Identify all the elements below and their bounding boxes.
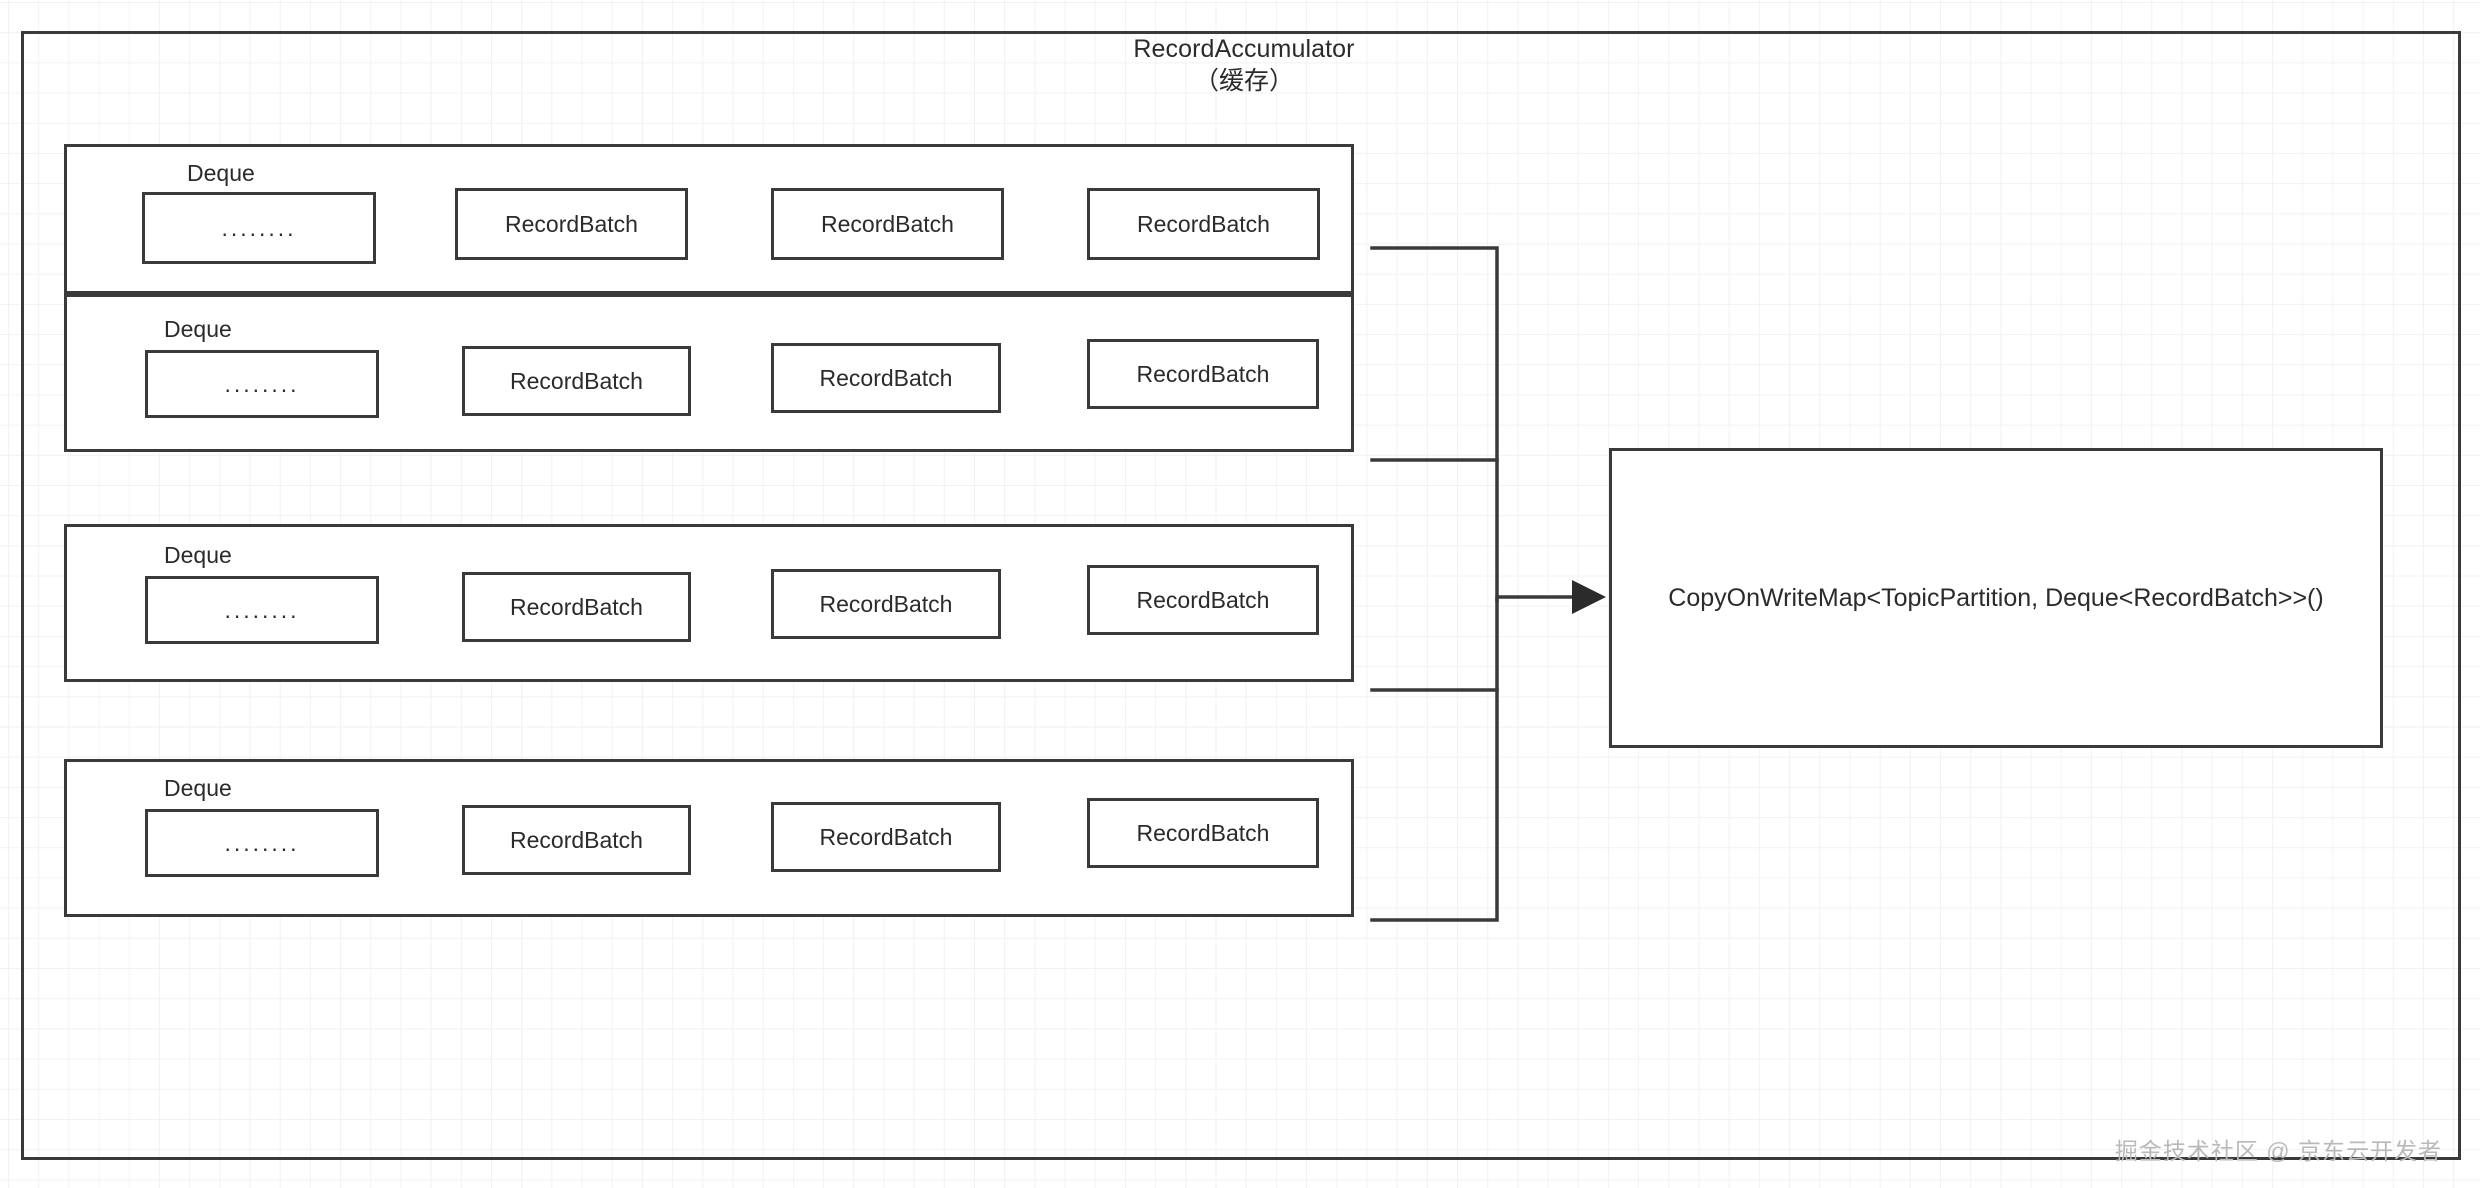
record-batch-1-2[interactable]: RecordBatch [771,188,1004,260]
record-batch-4-2[interactable]: RecordBatch [771,802,1001,872]
deque-label-3: Deque [164,542,232,568]
copy-on-write-map-label: CopyOnWriteMap<TopicPartition, Deque<Rec… [1668,583,2324,612]
deque-row-2: Deque ........ RecordBatch RecordBatch R… [64,294,1354,452]
deque-ellipsis-4: ........ [145,809,379,877]
deque-label-2: Deque [164,316,232,342]
record-batch-1-1[interactable]: RecordBatch [455,188,688,260]
diagram-title-sub: （缓存） [1193,67,1294,95]
deque-label-4: Deque [164,775,232,801]
deque-ellipsis-3: ........ [145,576,379,644]
diagram-title: RecordAccumulator （缓存） [24,34,2464,98]
record-batch-4-1[interactable]: RecordBatch [462,805,691,875]
record-batch-2-3[interactable]: RecordBatch [1087,339,1319,409]
deque-row-4: Deque ........ RecordBatch RecordBatch R… [64,759,1354,917]
record-batch-1-3[interactable]: RecordBatch [1087,188,1320,260]
watermark-text: 掘金技术社区 @ 京东云开发者 [2114,1138,2442,1164]
copy-on-write-map-box[interactable]: CopyOnWriteMap<TopicPartition, Deque<Rec… [1609,448,2383,748]
diagram-title-main: RecordAccumulator [1133,35,1355,63]
deque-row-3: Deque ........ RecordBatch RecordBatch R… [64,524,1354,682]
record-batch-2-2[interactable]: RecordBatch [771,343,1001,413]
record-batch-4-3[interactable]: RecordBatch [1087,798,1319,868]
record-batch-3-3[interactable]: RecordBatch [1087,565,1319,635]
record-batch-2-1[interactable]: RecordBatch [462,346,691,416]
deque-ellipsis-1: ........ [142,192,376,264]
deque-label-1: Deque [187,160,255,186]
record-batch-3-1[interactable]: RecordBatch [462,572,691,642]
record-accumulator-container: RecordAccumulator （缓存） Deque ........ Re… [21,31,2461,1160]
deque-row-1: Deque ........ RecordBatch RecordBatch R… [64,144,1354,294]
deque-ellipsis-2: ........ [145,350,379,418]
record-batch-3-2[interactable]: RecordBatch [771,569,1001,639]
